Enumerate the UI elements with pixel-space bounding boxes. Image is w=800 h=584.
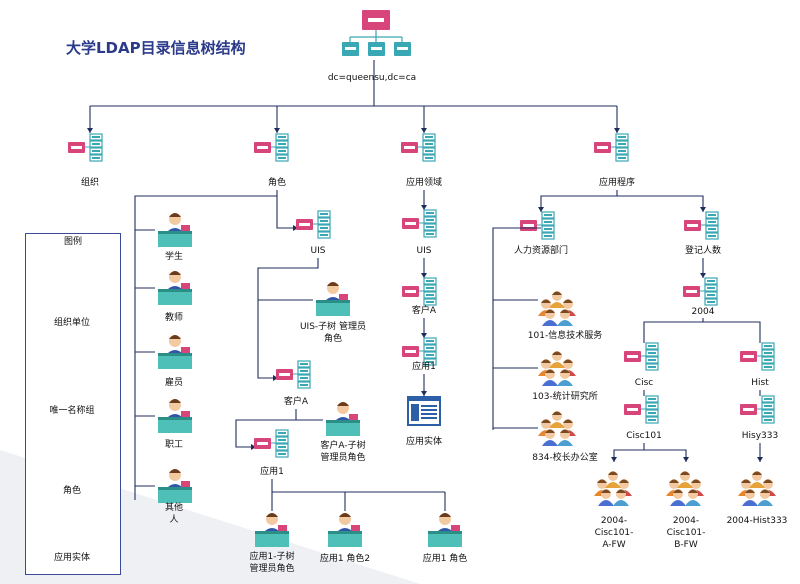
registrar-label: 登记人数 <box>684 246 722 256</box>
client-a-role-icon <box>326 402 360 436</box>
client-arrow <box>257 258 319 381</box>
role-label-student: 学生 <box>164 252 184 262</box>
root-label: dc=queensu,dc=ca <box>327 73 417 83</box>
group-b-icon <box>666 471 704 506</box>
hr-icon <box>520 211 555 240</box>
cisc-label: Cisc <box>634 378 654 388</box>
role-branch-icon <box>254 133 289 162</box>
legend-label-role: 角色 <box>62 486 82 496</box>
branch-arrow-3 <box>614 106 620 133</box>
branch-label-org: 组织 <box>80 178 100 188</box>
app1-role-icon <box>428 513 462 547</box>
hr-group-icon-1 <box>538 351 576 386</box>
year-arrow <box>700 258 706 278</box>
program-branch-icon <box>594 133 629 162</box>
app1-subtree-role-label: 应用1-子树管理员角色 <box>249 552 295 574</box>
domain-app-icon <box>402 337 437 366</box>
domain-client-label: 客户A <box>411 306 437 316</box>
domain-uis-arrow <box>421 190 427 210</box>
role-label-teacher: 教师 <box>164 313 184 323</box>
cisc-connector <box>643 318 704 343</box>
org-branch-icon <box>68 133 103 162</box>
branch-label-program: 应用程序 <box>598 178 636 188</box>
domain-uis-label: UIS <box>416 246 432 256</box>
legend-label-org: 组织单位 <box>53 318 91 328</box>
hr-group-icon-2 <box>538 411 576 446</box>
group-a-label: 2004-Cisc101-A-FW <box>594 516 634 550</box>
hr-arrow <box>538 190 618 212</box>
year-icon <box>683 277 718 306</box>
cisc101-label: Cisc101 <box>626 431 662 441</box>
legend-title: 图例 <box>63 237 83 247</box>
app1-subtree-role-icon <box>255 513 289 547</box>
role-label-other: 其他人 <box>164 503 183 525</box>
role-icon-3 <box>158 399 192 433</box>
group-hist-icon <box>738 471 776 506</box>
role-icon-1 <box>158 271 192 305</box>
uis-label: UIS <box>310 246 326 256</box>
cisc-icon <box>624 342 659 371</box>
uis-app1-label: 应用1 <box>260 467 284 477</box>
legend-label-app: 应用实体 <box>53 553 91 563</box>
client-a-label: 客户A <box>283 397 309 407</box>
domain-uis-icon <box>402 209 437 238</box>
domain-client-icon <box>402 277 437 306</box>
role-icon-0 <box>158 213 192 247</box>
role-spine <box>134 190 278 500</box>
hist-label: Hist <box>751 378 769 388</box>
hr-group-label-2: 834-校长办公室 <box>532 453 598 463</box>
role-icon-4 <box>158 469 192 503</box>
uis-icon <box>296 210 331 239</box>
app1-role2-label: 应用1 角色2 <box>319 554 371 564</box>
role-label-employee: 雇员 <box>164 378 184 388</box>
group-hist-arrow <box>757 443 763 462</box>
uis-subtree-role-icon <box>316 282 350 316</box>
domain-app-arrow <box>421 318 427 338</box>
group-a-arrow <box>611 443 645 462</box>
domain-client-arrow <box>421 258 427 278</box>
client-a-role-label: 客户A-子树管理员角色 <box>320 441 366 463</box>
hr-group-label-1: 103-统计研究所 <box>532 392 598 402</box>
hr-group-label-0: 101-信息技术服务 <box>527 331 603 341</box>
app1-role2-icon <box>328 513 362 547</box>
branch-arrow-1 <box>274 106 280 133</box>
root-org-icon <box>342 10 411 56</box>
uis-arrow <box>276 196 298 231</box>
hist-connector <box>703 321 761 343</box>
role-icon-2 <box>158 335 192 369</box>
registrar-arrow <box>617 195 706 212</box>
branch-label-domain: 应用领域 <box>405 178 443 188</box>
client-a-icon <box>276 360 311 389</box>
hisy333-icon <box>740 395 775 424</box>
legend-label-group: 唯一名称组 <box>49 406 95 416</box>
hr-label: 人力资源部门 <box>513 246 569 256</box>
domain-entity-label: 应用实体 <box>405 437 443 447</box>
hisy333-label: Hisy333 <box>741 431 779 441</box>
branch-arrow-0 <box>87 106 93 133</box>
year-label: 2004 <box>691 307 715 317</box>
hr-spine <box>492 227 541 430</box>
diagram-title: 大学LDAP目录信息树结构 <box>66 39 246 57</box>
hist-icon <box>740 342 775 371</box>
domain-app-label: 应用1 <box>412 362 436 372</box>
role-label-staff: 职工 <box>164 440 184 450</box>
domain-branch-icon <box>401 133 436 162</box>
group-a-icon <box>594 471 632 506</box>
domain-entity-icon <box>407 396 441 426</box>
app1-role-label: 应用1 角色 <box>422 554 468 564</box>
domain-entity-arrow <box>421 374 427 396</box>
app1-role-bus <box>271 479 445 493</box>
group-b-label: 2004-Cisc101-B-FW <box>666 516 706 550</box>
group-hist-label: 2004-Hist333 <box>726 516 788 526</box>
branch-arrow-2 <box>421 106 427 133</box>
hr-group-icon-0 <box>538 291 576 326</box>
registrar-icon <box>684 211 719 240</box>
uis-app1-icon <box>254 429 289 458</box>
branch-label-role: 角色 <box>267 178 287 188</box>
legend-box: 图例 <box>25 233 121 575</box>
uis-subtree-role-label: UIS-子树 管理员角色 <box>299 322 367 344</box>
group-b-arrow <box>644 449 689 462</box>
cisc101-icon <box>624 395 659 424</box>
